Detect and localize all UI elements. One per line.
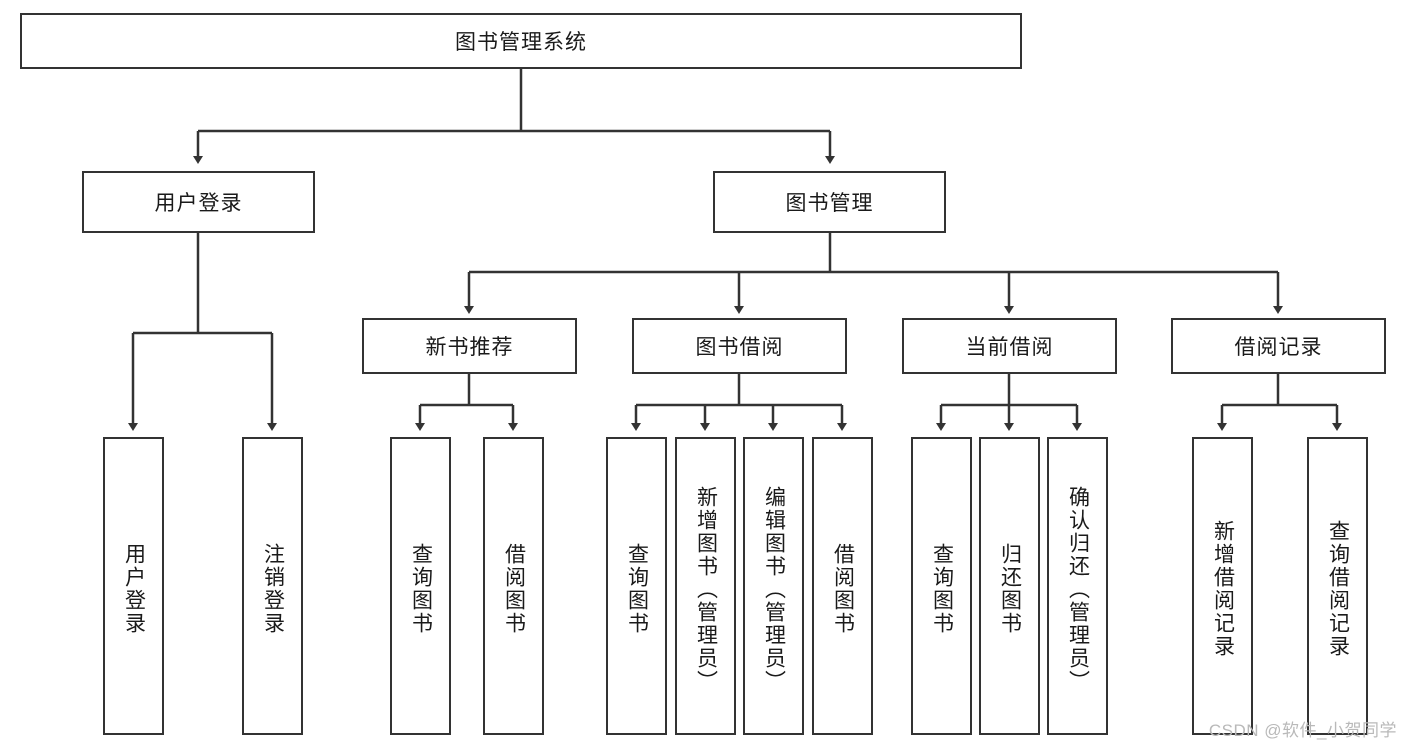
node-label: 新增借阅记录	[1211, 520, 1235, 658]
node-leaf-query-book-borrow[interactable]: 查询图书	[606, 437, 667, 735]
node-leaf-query-book-new[interactable]: 查询图书	[390, 437, 451, 735]
node-label: 查询图书	[409, 543, 433, 635]
node-label: 新书推荐	[425, 336, 514, 359]
node-label: 查询图书	[930, 543, 954, 635]
node-leaf-edit-book-admin[interactable]: 编辑图书（管理员）	[743, 437, 804, 735]
node-leaf-borrow-book[interactable]: 借阅图书	[812, 437, 873, 735]
node-label: 图书管理	[785, 192, 874, 215]
node-leaf-query-borrow-record[interactable]: 查询借阅记录	[1307, 437, 1368, 735]
node-label: 查询图书	[625, 543, 649, 635]
node-user-login[interactable]: 用户登录	[82, 171, 315, 233]
node-current-borrow[interactable]: 当前借阅	[902, 318, 1117, 374]
node-label: 确认归还（管理员）	[1066, 485, 1090, 693]
node-leaf-add-book-admin[interactable]: 新增图书（管理员）	[675, 437, 736, 735]
node-leaf-query-book-current[interactable]: 查询图书	[911, 437, 972, 735]
node-leaf-user-login[interactable]: 用户登录	[103, 437, 164, 735]
node-leaf-return-book[interactable]: 归还图书	[979, 437, 1040, 735]
node-label: 查询借阅记录	[1326, 520, 1350, 658]
node-borrow-record[interactable]: 借阅记录	[1171, 318, 1386, 374]
node-label: 注销登录	[261, 543, 285, 635]
node-label: 图书借阅	[695, 336, 784, 359]
node-label: 借阅记录	[1234, 336, 1323, 359]
node-label: 图书管理系统	[455, 31, 587, 54]
node-label: 新增图书（管理员）	[694, 485, 718, 693]
node-new-book-recommend[interactable]: 新书推荐	[362, 318, 577, 374]
watermark: CSDN @软件_小贺同学	[1208, 721, 1397, 740]
node-book-management[interactable]: 图书管理	[713, 171, 946, 233]
node-label: 归还图书	[998, 543, 1022, 635]
node-leaf-user-logout[interactable]: 注销登录	[242, 437, 303, 735]
node-label: 编辑图书（管理员）	[762, 485, 786, 693]
node-root-system[interactable]: 图书管理系统	[20, 13, 1022, 69]
node-label: 用户登录	[154, 192, 243, 215]
node-leaf-confirm-return-admin[interactable]: 确认归还（管理员）	[1047, 437, 1108, 735]
node-label: 借阅图书	[831, 543, 855, 635]
node-book-borrow[interactable]: 图书借阅	[632, 318, 847, 374]
node-label: 当前借阅	[965, 336, 1054, 359]
node-label: 用户登录	[122, 543, 146, 635]
node-leaf-add-borrow-record[interactable]: 新增借阅记录	[1192, 437, 1253, 735]
node-label: 借阅图书	[502, 543, 526, 635]
node-leaf-borrow-book-new[interactable]: 借阅图书	[483, 437, 544, 735]
